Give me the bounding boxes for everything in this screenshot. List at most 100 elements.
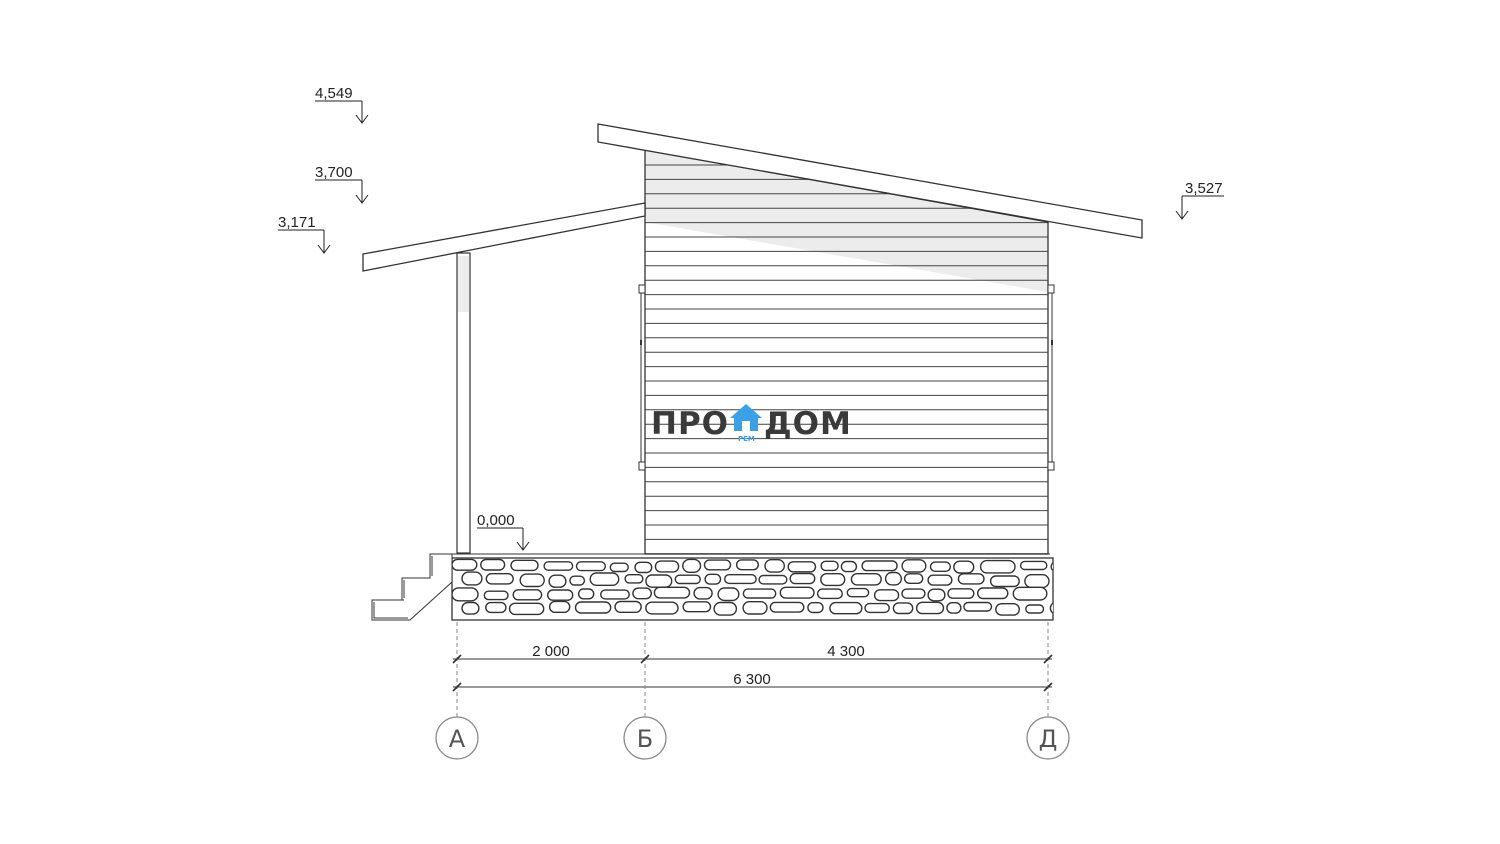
foundation-stone <box>947 588 975 599</box>
foundation-stone <box>645 601 679 615</box>
foundation-stone <box>829 601 863 615</box>
porch-steps <box>371 553 453 621</box>
foundation-stone <box>548 600 571 614</box>
foundation-stone <box>1050 561 1053 572</box>
foundation-stone <box>864 602 890 614</box>
foundation-stone <box>903 573 924 584</box>
foundation-stone <box>674 574 701 585</box>
foundation-stone <box>1019 560 1048 571</box>
foundation-stone <box>461 571 483 586</box>
logo-text-right: ДОМ <box>764 406 852 442</box>
axis-marker-d: Д <box>1026 716 1070 760</box>
foundation-stones <box>452 558 1053 616</box>
foundation-stone <box>577 588 595 600</box>
foundation-stone <box>927 588 946 602</box>
foundation-stone <box>575 561 606 572</box>
foundation-stone <box>589 572 620 587</box>
foundation-stone <box>614 600 642 614</box>
foundation-stone <box>609 562 629 573</box>
foundation-stone <box>512 589 543 601</box>
foundation-stone <box>957 573 985 585</box>
foundation-stone <box>1052 591 1053 594</box>
axis-marker-a: А <box>435 716 479 760</box>
foundation-stone <box>861 560 898 572</box>
foundation-stone <box>953 560 975 574</box>
foundation-stone <box>632 587 653 600</box>
foundation-stone <box>485 601 507 614</box>
foundation-stone <box>963 601 993 612</box>
foundation-stone <box>452 558 478 571</box>
foundation-stone <box>979 559 1016 574</box>
main-roof <box>597 123 1143 239</box>
foundation-stone <box>653 586 691 599</box>
foundation-stone <box>789 572 816 585</box>
foundation-stone <box>742 588 777 599</box>
foundation-stone <box>892 602 914 615</box>
foundation-stone <box>1052 579 1053 582</box>
elevation-label: 0,000 <box>477 512 515 529</box>
foundation-stone <box>569 575 586 586</box>
foundation-stone <box>735 559 759 571</box>
elevation-label: 4,549 <box>315 85 353 102</box>
foundation-stone <box>682 558 702 574</box>
logo-sub-text: РЕМ <box>738 435 755 443</box>
foundation-stone <box>1024 574 1050 589</box>
foundation-stone <box>634 561 653 574</box>
foundation-stone <box>654 560 680 573</box>
elevation-mark-0000: 0,000 <box>477 512 530 551</box>
foundation-stone <box>480 558 506 571</box>
foundation-stone <box>846 587 870 598</box>
logo-text-left: ПРО <box>651 406 729 442</box>
foundation-stone <box>519 573 545 588</box>
elevation-label: 3,527 <box>1185 180 1223 197</box>
foundation-stone <box>915 601 945 615</box>
foundation-stone <box>769 601 805 613</box>
foundation-stone <box>758 574 788 585</box>
porch-roof <box>362 202 646 272</box>
foundation-stone <box>850 573 882 586</box>
foundation-stone <box>485 573 514 585</box>
elevation-label: 3,171 <box>278 214 316 231</box>
dimension-label-segment-1: 2 000 <box>532 643 570 660</box>
foundation-stone <box>1025 604 1045 614</box>
foundation-stone <box>995 603 1020 616</box>
foundation-stone <box>508 602 545 616</box>
foundation-stone <box>742 601 768 615</box>
axis-marker-b: Б <box>623 716 667 760</box>
porch-post <box>456 252 471 554</box>
foundation-stone <box>989 575 1020 588</box>
elevation-mark-4549: 4,549 <box>315 85 369 124</box>
foundation-stone <box>574 601 612 614</box>
foundation-stone <box>693 586 713 600</box>
elevation-label: 3,700 <box>315 164 353 181</box>
axis-label: Д <box>1039 725 1058 753</box>
foundation-stone <box>682 601 712 613</box>
dimension-label-total: 6 300 <box>733 671 771 688</box>
foundation-stone <box>820 560 839 572</box>
elevation-mark-3171: 3,171 <box>278 214 331 254</box>
foundation-stone <box>704 573 722 585</box>
foundation-stone <box>510 559 539 572</box>
foundation-stone <box>703 559 732 571</box>
foundation-stone <box>547 589 574 601</box>
foundation-stone <box>452 587 479 602</box>
house-icon <box>730 404 762 431</box>
foundation-stone <box>840 560 858 573</box>
foundation-stone <box>548 574 567 588</box>
foundation-stone <box>764 559 785 573</box>
foundation-stone <box>977 587 1009 600</box>
foundation-stone <box>713 601 738 616</box>
foundation-stone <box>816 588 843 600</box>
dimension-chain <box>452 622 1053 717</box>
axis-label: А <box>449 725 466 753</box>
elevation-mark-3700: 3,700 <box>315 164 369 204</box>
foundation-stone <box>600 589 630 600</box>
foundation-stone <box>1049 602 1053 614</box>
foundation-stone <box>884 571 902 586</box>
foundation-stone <box>820 573 846 587</box>
foundation-stone <box>927 574 953 586</box>
gable-shade <box>645 150 1048 292</box>
foundation-stone <box>1012 586 1048 601</box>
foundation-stone <box>929 561 951 572</box>
axis-label: Б <box>637 725 653 753</box>
